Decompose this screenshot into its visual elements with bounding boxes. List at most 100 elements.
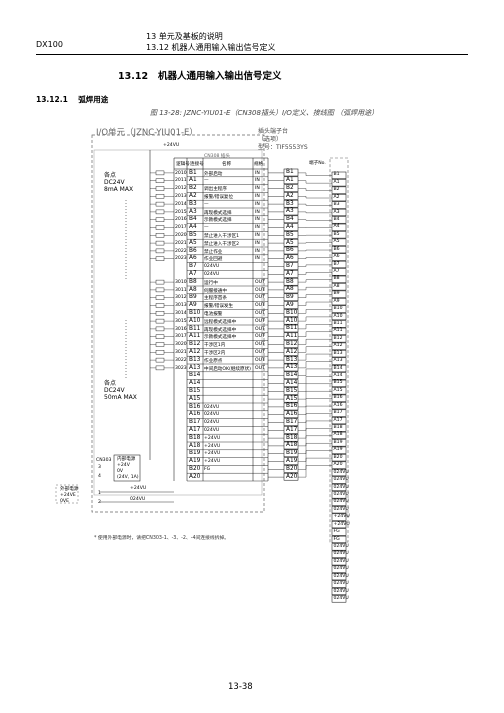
header-product: DX100	[36, 40, 63, 49]
header-rule	[36, 54, 468, 55]
cn303-plus-label: +24VU	[130, 486, 147, 491]
row-logic: 3020	[175, 342, 187, 348]
row-name: 再现模式选择	[204, 210, 232, 216]
wires	[268, 172, 332, 478]
output-transistor	[155, 334, 165, 339]
output-desc-1: 各点	[104, 380, 117, 387]
terminal-pin-right: B15	[333, 380, 343, 386]
terminal-pin-left: A20	[286, 473, 298, 480]
terminal-block-box	[331, 580, 347, 588]
terminal-pin-right: FG	[333, 536, 340, 542]
wire-link	[298, 203, 332, 206]
terminal-pin-right: 024VU	[333, 558, 349, 564]
terminal-pin-box	[283, 387, 299, 395]
section-number: 13.12	[118, 71, 149, 82]
row-pin: B16	[189, 403, 201, 410]
row-spec: OUT	[255, 295, 265, 301]
terminal-pin-box	[283, 207, 299, 216]
terminal-pin-right: +24VU	[333, 521, 350, 527]
wire-link	[298, 309, 332, 314]
subsection-title: 13.12.1 弧焊用途	[36, 94, 108, 105]
terminal-pin-box	[283, 457, 299, 465]
io-unit-border	[91, 134, 265, 513]
terminal-pin-right: B9	[333, 291, 340, 297]
terminal-block-box	[331, 424, 347, 432]
wire-link	[298, 376, 332, 384]
terminal-pin-right: A2	[333, 194, 340, 200]
row-name: 报警/错误发生	[204, 304, 234, 310]
row-pin: A10	[189, 317, 201, 324]
terminal-pin-left: B3	[286, 200, 294, 207]
row-logic: 2017	[175, 225, 187, 231]
terminal-pin-box	[283, 309, 299, 317]
supply-line-3: 0V	[117, 469, 124, 474]
terminal-pin-right: 024VU	[333, 477, 349, 483]
terminal-title-line2: （选项）	[258, 136, 283, 143]
row-name: 再现模式选择中	[204, 327, 237, 333]
terminal-block-box	[331, 246, 347, 254]
row-spec: IN	[255, 186, 260, 192]
row-pin: A15	[189, 395, 201, 402]
terminal-block-box	[331, 357, 347, 365]
external-supply: 外部电源 +24VE 0VE	[60, 487, 78, 505]
wire-link	[298, 450, 332, 462]
row-spec: OUT	[255, 303, 265, 309]
terminal-pin-right: 024VU	[333, 551, 349, 557]
terminal-pin-box	[283, 246, 299, 255]
terminal-pin-left: A18	[286, 442, 298, 449]
row-name: —	[204, 225, 209, 231]
supply-line-4: (24V, 1A)	[117, 475, 139, 480]
terminal-pin-box	[283, 184, 299, 192]
terminal-pin-box	[283, 223, 299, 231]
wire-link	[298, 405, 332, 415]
terminal-pin-box	[283, 332, 299, 341]
terminal-block-box	[331, 364, 347, 373]
input-coupler	[155, 186, 165, 191]
terminal-pin-right: A7	[333, 269, 340, 274]
row-pin: A5	[189, 239, 197, 246]
wire-link	[298, 361, 332, 369]
terminal-block-box	[331, 409, 347, 417]
row-name: +24VU	[204, 443, 221, 449]
terminal-pin-right: 024VU	[333, 491, 349, 497]
terminal-block-box	[331, 260, 347, 269]
terminal-pin-left: B10	[286, 309, 298, 316]
row-logic: 3016	[175, 326, 187, 332]
row-name: 示教模式选择	[204, 218, 232, 224]
internal-supply-box: 内部电源 +24V 0V (24V, 1A)	[117, 457, 139, 481]
row-pin: A14	[189, 380, 201, 387]
wire-link	[298, 242, 332, 244]
terminal-block-box	[331, 275, 347, 283]
row-name: +24VU	[204, 459, 221, 465]
terminal-pin-left: B15	[286, 387, 298, 394]
row-pin: B6	[189, 247, 197, 254]
terminal-pin-right: B20	[333, 454, 343, 460]
io-unit-title: I/O单元（JZNC-YIU01-E）	[96, 128, 198, 138]
row-name: 外部启动	[204, 171, 223, 177]
row-pin: B15	[189, 388, 201, 394]
row-logic: 3011	[175, 287, 187, 293]
supply-line-1: 内部电源	[117, 457, 136, 462]
terminal-pin-left: A10	[286, 317, 298, 324]
wire-link	[298, 339, 332, 345]
terminal-pin-left: B16	[286, 403, 298, 410]
row-logic: 2014	[175, 201, 187, 207]
terminal-pin-left: A7	[286, 270, 294, 277]
terminal-pin-right: A8	[333, 283, 340, 289]
output-transistor	[155, 326, 165, 332]
terminal-block-box	[331, 506, 347, 514]
terminal-block-box	[331, 305, 347, 313]
terminal-pin-right: A4	[333, 224, 340, 230]
output-transistor	[155, 303, 165, 308]
terminal-pin-left: A19	[286, 457, 298, 464]
terminal-pin-right: FG	[333, 529, 340, 535]
note: * 使用外部电源时，请把CN303-1、-3、-2、-4间连接线拆掉。	[94, 536, 230, 541]
terminal-pin-right: B12	[333, 335, 343, 341]
input-coupler	[155, 170, 165, 176]
terminal-block-box	[331, 565, 347, 573]
terminal-block-box	[331, 194, 347, 202]
terminal-pin-box	[283, 176, 299, 185]
row-logic: 3017	[175, 334, 187, 340]
terminal-pin-right: B4	[333, 216, 340, 222]
